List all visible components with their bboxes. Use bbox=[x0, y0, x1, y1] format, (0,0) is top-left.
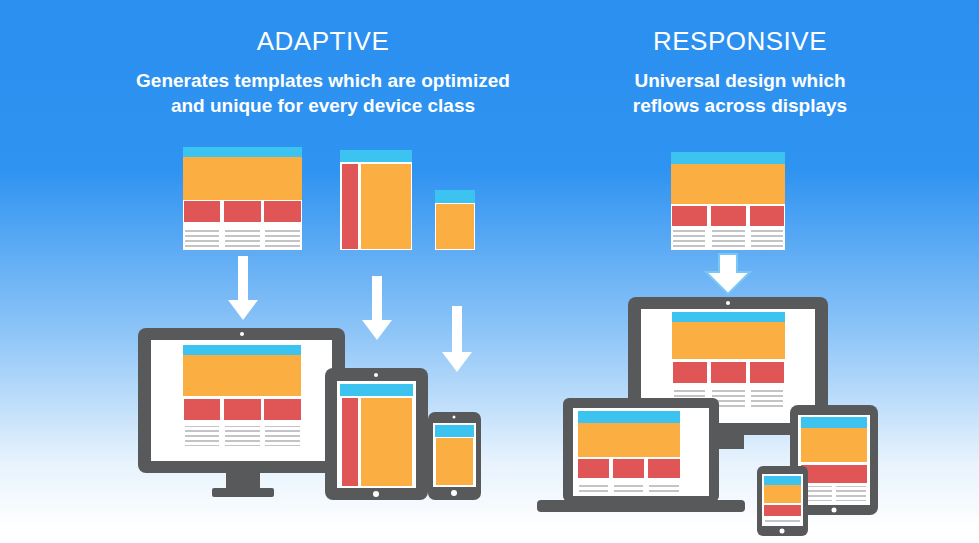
down-arrow bbox=[706, 254, 750, 294]
phone-device bbox=[428, 412, 481, 500]
desktop-monitor bbox=[138, 328, 345, 497]
phone-device bbox=[757, 466, 808, 536]
section-description: Universal design which reflows across di… bbox=[603, 68, 878, 118]
universal-template bbox=[671, 152, 785, 250]
section-heading: RESPONSIVE bbox=[590, 26, 890, 56]
phone-template bbox=[435, 190, 475, 250]
tablet-device bbox=[325, 368, 428, 500]
section-description: Generates templates which are optimized … bbox=[118, 68, 528, 118]
section-heading: ADAPTIVE bbox=[173, 26, 473, 56]
tablet-template bbox=[340, 150, 412, 250]
laptop bbox=[537, 398, 745, 512]
desktop-template bbox=[183, 147, 302, 250]
